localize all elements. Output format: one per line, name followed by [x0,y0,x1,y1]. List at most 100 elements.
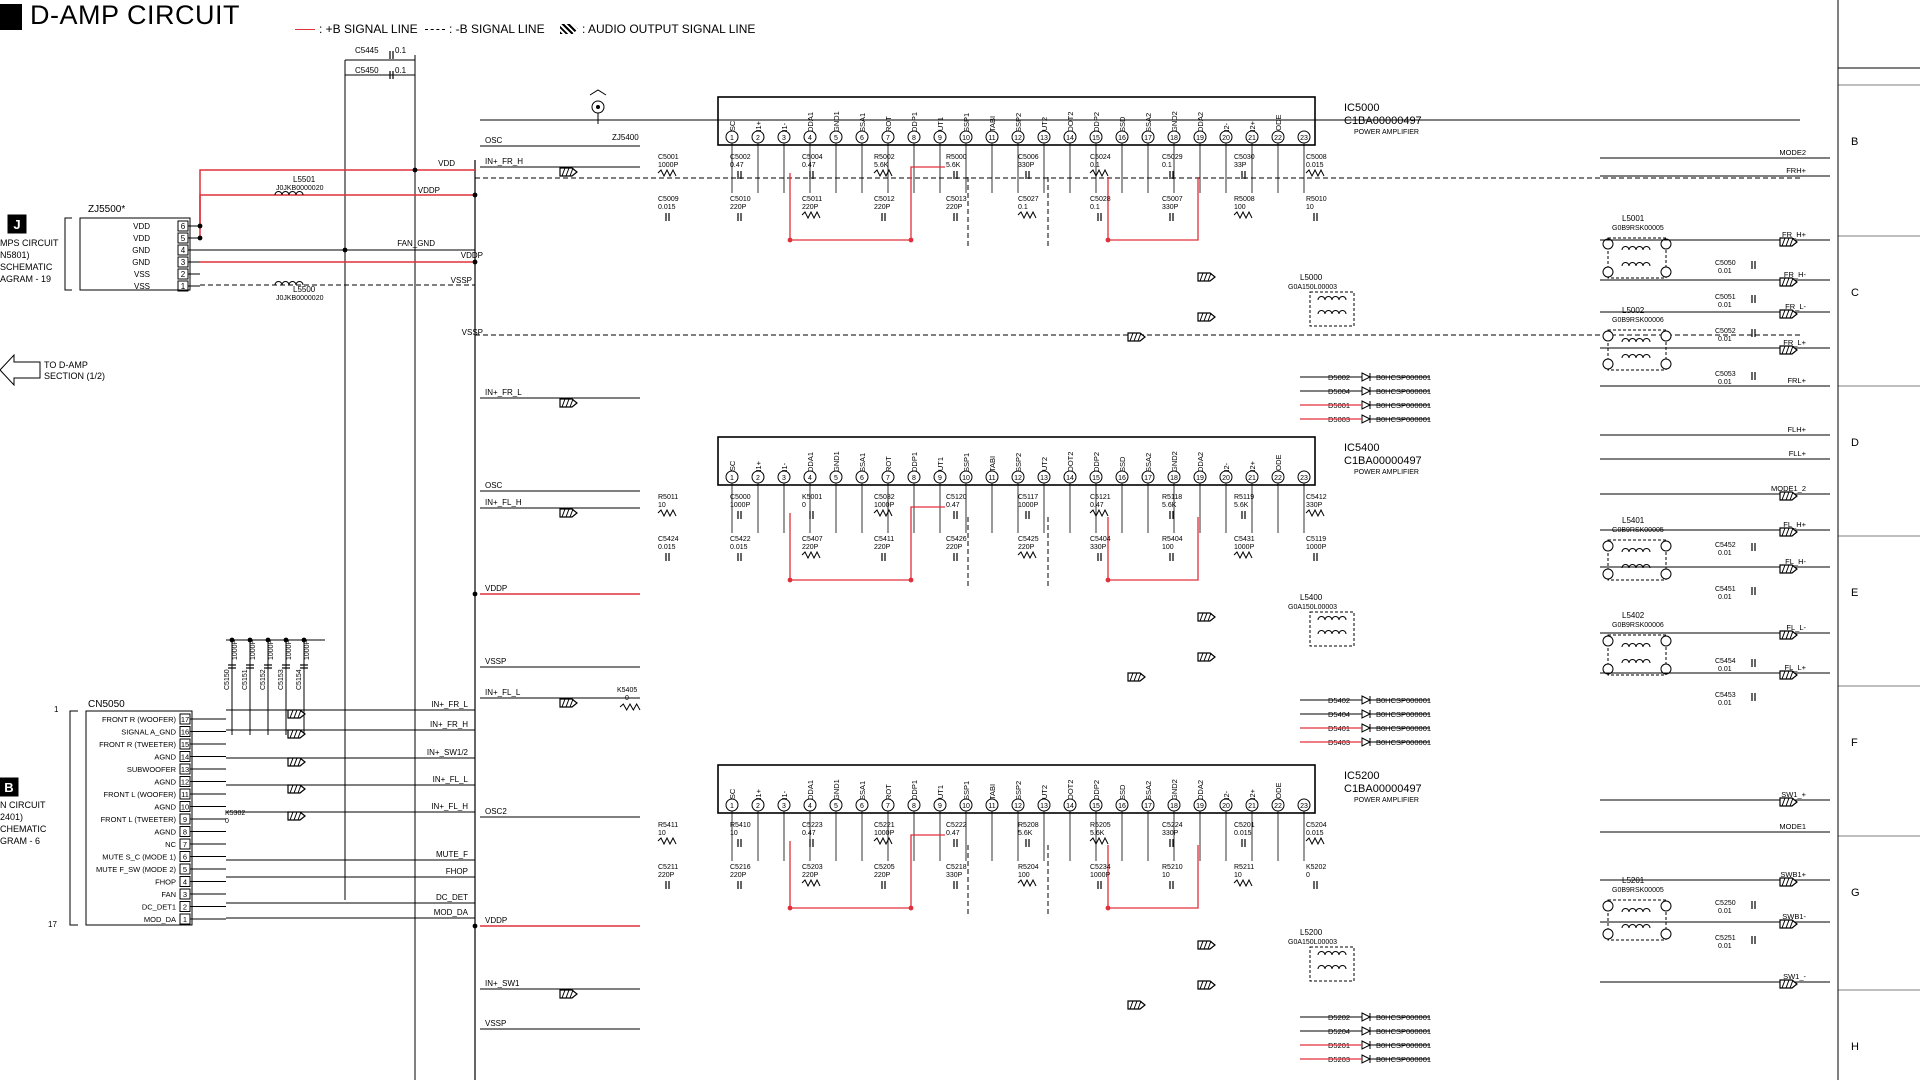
component-value: 0.015 [1306,162,1324,169]
component-value: 0 [1306,872,1310,879]
filter-coil-icon [1635,548,1644,553]
cn-bus-label-1: IN+_FR_H [430,720,468,729]
component-value: 0.47 [730,162,744,169]
legend-minus-b-label: : -B SIGNAL LINE [449,22,545,36]
audio-arrow-hatch [565,167,570,177]
filter-coil-icon [1635,908,1644,913]
cn-bus-label-2: IN+_SW1/2 [427,748,469,757]
local-plus-b [1107,177,1199,241]
audio-arrow-hatch [1785,670,1790,680]
ic-part-0: C1BA00000497 [1344,115,1422,127]
output-label-10: FL_H+ [1783,520,1806,529]
output-label-6: FRL+ [1787,376,1806,385]
k5302-value: 0 [225,818,229,825]
filter-ref: L5002 [1622,306,1645,315]
zj5500-pin-num: 3 [181,258,186,267]
filter-coil-icon [1642,643,1651,648]
audio-arrow-hatch [293,757,298,767]
local-plus-b [1107,845,1199,909]
ic-pin-label: SGND1 [832,111,841,137]
ic-pin-num: 13 [1040,135,1048,142]
audio-arrow-hatch [1207,612,1212,622]
component-ref: C5203 [802,864,823,871]
component-value: 1000P [1306,544,1327,551]
ic-pin-num: 12 [1014,475,1022,482]
component-value: 0.47 [946,502,960,509]
ic-pin-num: 18 [1170,803,1178,810]
audio-arrow-hatch [1137,332,1142,342]
ic-pin-num: 8 [912,803,916,810]
diode-icon [1361,400,1372,410]
stage-coil-icon [1324,310,1333,315]
ic-pin-num: 22 [1274,475,1282,482]
ic-pin-label: VSSD [1118,784,1127,805]
page-title: D-AMP CIRCUIT [30,0,241,30]
ic-pin-label: VDDP1 [910,780,919,805]
component-value: 0.1 [1090,162,1100,169]
diode-icon [1361,1026,1372,1036]
ic-pin-num: 9 [938,803,942,810]
audio-arrow-hatch [1129,1000,1134,1010]
stage-box [1309,291,1355,327]
ic-pin-label: MODE [1274,115,1283,138]
resistor-icon [1017,550,1037,560]
audio-arrow-hatch [1207,312,1212,322]
audio-arrow-hatch [1785,797,1790,807]
filter-coil-icon [1635,924,1644,929]
audio-arrow-hatch [1199,612,1204,622]
ic-pin-num: 17 [1144,475,1152,482]
ic-pin-num: 17 [1144,135,1152,142]
bus-label-vdd: VDD [438,159,455,168]
component-value: 10 [1162,872,1170,879]
header: D-AMP CIRCUIT : +B SIGNAL LINE : -B SIGN… [0,0,1000,38]
ic-pin-label: VDDP2 [1092,112,1101,137]
resistor-icon [1089,168,1109,178]
ic-pin-label: IN1+ [754,788,763,805]
cn5050-dest-text: CHEMATIC [0,824,47,834]
ic-pin-label: VSSA2 [1144,113,1153,137]
coil-l5501-icon [295,191,304,196]
component-value: 100 [1234,204,1246,211]
component-ref: C5006 [1018,154,1039,161]
ic-pin-num: 21 [1248,475,1256,482]
input-label-11: VSSP [485,1019,506,1028]
component-value: 0.47 [946,830,960,837]
ic-pin-num: 6 [860,135,864,142]
ic-pin-label: VSSP2 [1014,781,1023,805]
stage-coil-icon [1331,310,1340,315]
ic-pin-num: 10 [962,135,970,142]
diode-icon [1361,372,1372,382]
audio-arrow-hatch [1789,564,1794,574]
stage-coil-icon [1338,965,1347,970]
resistor-icon [1233,878,1253,888]
audio-arrow-hatch [561,167,566,177]
component-value: 0.1 [1018,204,1028,211]
cn5050-pin-num: 5 [183,865,187,874]
audio-arrow-hatch [1199,652,1204,662]
filter-cap-value: 0.01 [1718,550,1732,557]
cn5050-pin-name: SIGNAL A_GND [121,728,176,737]
cn-bus-label-0: IN+_FR_L [431,700,468,709]
component-value: 5.6K [1018,830,1033,837]
ic-pin-num: 9 [938,135,942,142]
junction-dot [472,923,478,929]
component-value: 5.6K [1090,830,1105,837]
component-value: 1000P [730,502,751,509]
filter-cap-ref: C5451 [1715,586,1736,593]
output-label-9: MODE1_2 [1771,484,1806,493]
component-ref: C5222 [946,822,967,829]
ic-pin-label: VSSP2 [1014,113,1023,137]
input-label-9: VDDP [485,916,507,925]
component-ref: C5011 [802,196,822,203]
filter-pin-circle [1660,266,1672,278]
audio-arrow-hatch [1203,612,1208,622]
filter-cap-ref: C5250 [1715,900,1736,907]
component-value: 330P [1162,830,1179,837]
ic-pin-label: MODE [1274,455,1283,478]
filter-cap-value: 0.01 [1718,302,1732,309]
audio-arrow-hatch [1785,527,1790,537]
ic-pin-label: STABI [988,116,997,137]
stage-coil-ref: L5200 [1300,928,1323,937]
component-value: 330P [1162,204,1179,211]
filter-box [1607,539,1667,581]
